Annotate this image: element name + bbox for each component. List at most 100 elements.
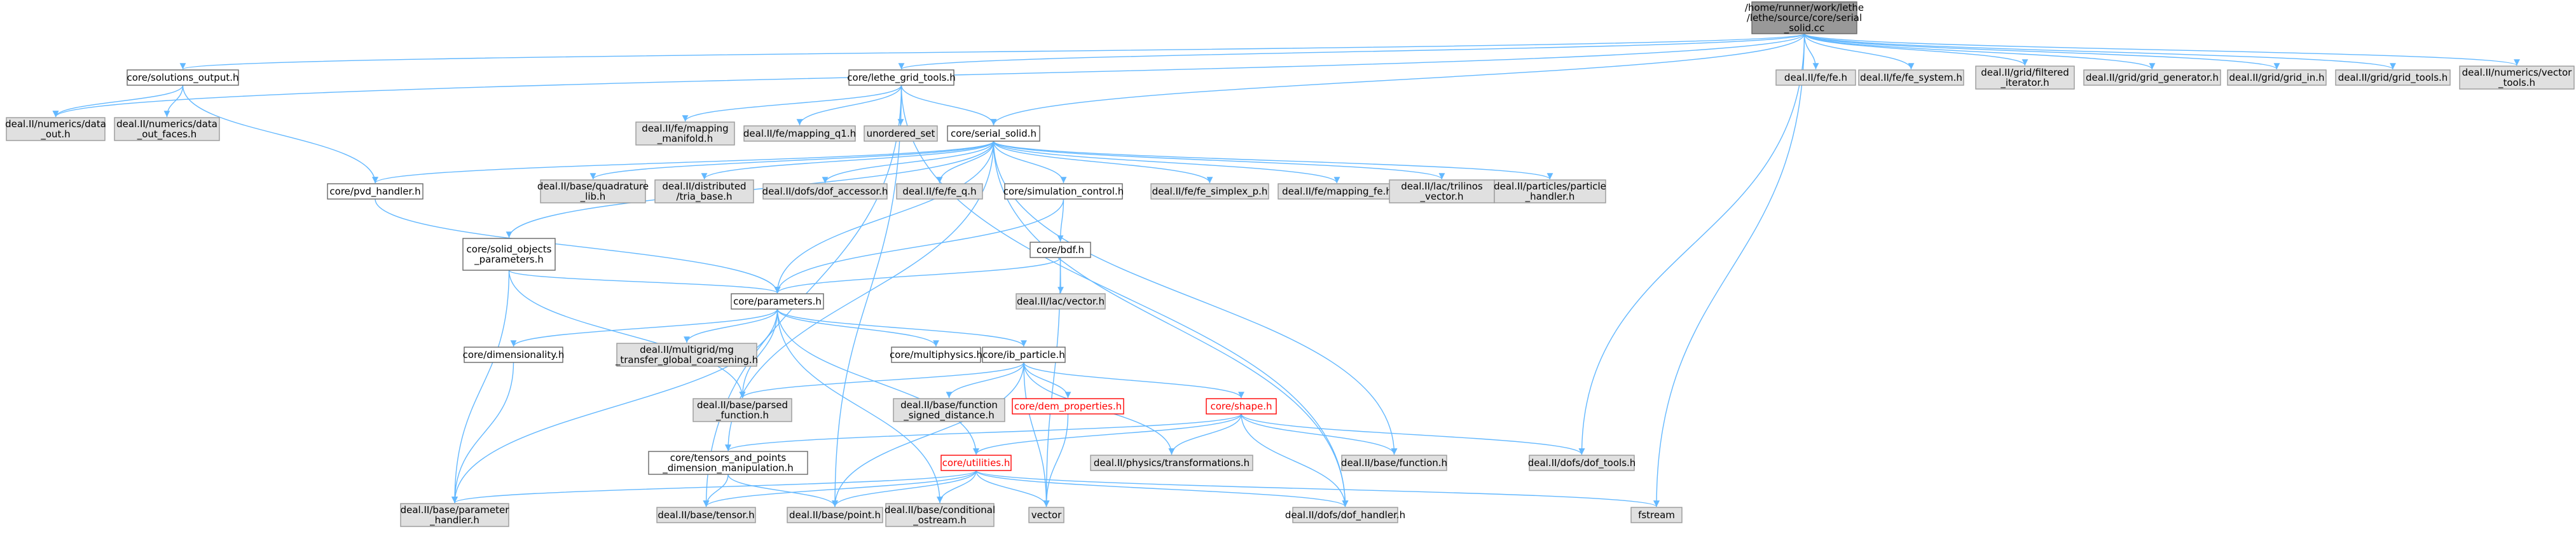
node-tensors-and-points[interactable]: core/tensors_and_points_dimension_manipu… bbox=[648, 451, 808, 475]
node-label: deal.II/grid/grid_generator.h bbox=[2086, 72, 2219, 84]
edge-root-to-grid_tools bbox=[1803, 33, 2396, 70]
node-lethe-grid-tools[interactable]: core/lethe_grid_tools.h bbox=[847, 69, 956, 86]
edge-utilities-to-parameter_handler bbox=[451, 470, 977, 504]
edge-parameters-to-parameter_handler bbox=[451, 308, 778, 504]
node-fe-simplex-p[interactable]: deal.II/fe/fe_simplex_p.h bbox=[1150, 183, 1269, 200]
node-label: deal.II/particles/particle_handler.h bbox=[1494, 181, 1606, 203]
node-label: deal.II/numerics/vector_tools.h bbox=[2462, 67, 2572, 89]
node-parameter-handler[interactable]: deal.II/base/parameter_handler.h bbox=[400, 503, 510, 527]
node-parameters[interactable]: core/parameters.h bbox=[731, 293, 824, 310]
edge-root-to-grid_generator bbox=[1803, 33, 2156, 70]
node-utilities[interactable]: core/utilities.h bbox=[940, 455, 1012, 471]
edge-shape-to-utilities bbox=[973, 413, 1242, 455]
node-tria-base[interactable]: deal.II/distributed/tria_base.h bbox=[654, 179, 754, 203]
node-dof-accessor[interactable]: deal.II/dofs/dof_accessor.h bbox=[762, 183, 888, 200]
edge-root-to-vector_tools bbox=[1803, 33, 2520, 66]
node-dem-properties[interactable]: core/dem_properties.h bbox=[1012, 398, 1124, 415]
node-label: deal.II/lac/trilinos_vector.h bbox=[1401, 181, 1483, 203]
node-pvd-handler[interactable]: core/pvd_handler.h bbox=[327, 183, 424, 200]
edge-solutions_output-to-data_out bbox=[52, 85, 184, 118]
node-mapping-manifold[interactable]: deal.II/fe/mapping_manifold.h bbox=[635, 121, 735, 146]
edge-root-to-lethe_grid_tools bbox=[899, 33, 1805, 70]
node-lac-vector[interactable]: deal.II/lac/vector.h bbox=[1016, 293, 1106, 310]
node-point[interactable]: deal.II/base/point.h bbox=[787, 507, 883, 523]
edge-parameters-to-parsed_function bbox=[739, 308, 778, 399]
node-function-signed-distance[interactable]: deal.II/base/function_signed_distance.h bbox=[893, 398, 1005, 422]
node-label: core/tensors_and_points_dimension_manipu… bbox=[662, 452, 794, 474]
node-fe-q[interactable]: deal.II/fe/fe_q.h bbox=[896, 183, 983, 200]
node-bdf[interactable]: core/bdf.h bbox=[1030, 242, 1091, 258]
node-solid-objects-parameters[interactable]: core/solid_objects_parameters.h bbox=[462, 238, 556, 271]
node-data-out[interactable]: deal.II/numerics/data_out.h bbox=[5, 117, 106, 141]
node-multiphysics[interactable]: core/multiphysics.h bbox=[890, 347, 982, 363]
node-fstream[interactable]: fstream bbox=[1630, 507, 1683, 523]
edge-lethe_grid_tools-to-dof_handler bbox=[900, 85, 1349, 507]
edge-root-to-solutions_output bbox=[180, 33, 1805, 70]
node-dimensionality[interactable]: core/dimensionality.h bbox=[463, 347, 565, 363]
edge-solutions_output-to-pvd_handler bbox=[182, 85, 378, 184]
node-grid-generator[interactable]: deal.II/grid/grid_generator.h bbox=[2083, 69, 2221, 86]
node-trilinos-vector[interactable]: deal.II/lac/trilinos_vector.h bbox=[1389, 179, 1495, 203]
node-vector-tools[interactable]: deal.II/numerics/vector_tools.h bbox=[2459, 65, 2575, 90]
node-dof-tools[interactable]: deal.II/dofs/dof_tools.h bbox=[1528, 455, 1636, 471]
node-label: deal.II/base/conditional_ostream.h bbox=[885, 504, 995, 526]
node-label: deal.II/base/point.h bbox=[789, 509, 881, 521]
node-particle-handler[interactable]: deal.II/particles/particle_handler.h bbox=[1494, 179, 1606, 203]
edge-serial_solid-to-trilinos_vector bbox=[993, 141, 1445, 180]
node-fe[interactable]: deal.II/fe/fe.h bbox=[1775, 69, 1856, 86]
node-unordered-set[interactable]: unordered_set bbox=[864, 125, 938, 142]
node-dof-handler[interactable]: deal.II/dofs/dof_handler.h bbox=[1285, 507, 1405, 523]
node-mapping-q1[interactable]: deal.II/fe/mapping_q1.h bbox=[743, 125, 856, 142]
node-serial-solid[interactable]: core/serial_solid.h bbox=[947, 125, 1040, 142]
node-conditional-ostream[interactable]: deal.II/base/conditional_ostream.h bbox=[885, 503, 995, 527]
node-quadrature-lib[interactable]: deal.II/base/quadrature_lib.h bbox=[537, 179, 649, 203]
node-label: core/solutions_output.h bbox=[127, 72, 238, 84]
node-transformations[interactable]: deal.II/physics/transformations.h bbox=[1090, 455, 1253, 471]
edge-serial_solid-to-particle_handler bbox=[993, 141, 1553, 180]
node-label: unordered_set bbox=[867, 128, 935, 140]
node-label: deal.II/base/quadrature_lib.h bbox=[537, 181, 649, 203]
edge-bdf-to-parameters bbox=[774, 257, 1061, 294]
edge-solid_objects_parameters-to-parsed_function bbox=[508, 270, 746, 399]
node-parsed-function[interactable]: deal.II/base/parsed_function.h bbox=[692, 398, 792, 422]
edge-root-to-fstream bbox=[1653, 33, 1805, 507]
node-label: deal.II/base/function.h bbox=[1341, 457, 1447, 469]
edge-serial_solid-to-pvd_handler bbox=[372, 141, 995, 184]
node-solutions-output[interactable]: core/solutions_output.h bbox=[127, 69, 239, 86]
edge-solutions_output-to-data_out_faces bbox=[163, 85, 184, 118]
edge-shape-to-tensors_and_points bbox=[725, 413, 1242, 451]
node-grid-tools[interactable]: deal.II/grid/grid_tools.h bbox=[2335, 69, 2451, 86]
edge-simulation_control-to-bdf bbox=[1057, 198, 1064, 242]
node-fe-system[interactable]: deal.II/fe/fe_system.h bbox=[1858, 69, 1964, 86]
node-label: core/bdf.h bbox=[1037, 244, 1084, 256]
node-label: core/pvd_handler.h bbox=[329, 186, 420, 198]
node-label: deal.II/lac/vector.h bbox=[1017, 296, 1105, 307]
edge-dem_properties-to-vector bbox=[1043, 413, 1069, 507]
edge-serial_solid-to-mapping_fe bbox=[993, 141, 1340, 184]
edge-serial_solid-to-dof_accessor bbox=[822, 141, 995, 184]
edge-solid_objects_parameters-to-parameter_handler bbox=[451, 270, 510, 504]
node-tensor[interactable]: deal.II/base/tensor.h bbox=[656, 507, 756, 523]
node-grid-filtered-iterator[interactable]: deal.II/grid/filtered_iterator.h bbox=[1975, 65, 2075, 90]
edge-root-to-fe_system bbox=[1803, 33, 1915, 70]
node-data-out-faces[interactable]: deal.II/numerics/data_out_faces.h bbox=[114, 117, 220, 141]
edge-root-to-serial_solid bbox=[990, 33, 1805, 126]
node-simulation-control[interactable]: core/simulation_control.h bbox=[1003, 183, 1124, 200]
node-label: deal.II/fe/mapping_q1.h bbox=[743, 128, 856, 140]
node-label: vector bbox=[1031, 509, 1062, 521]
node-base-function[interactable]: deal.II/base/function.h bbox=[1341, 455, 1447, 471]
node-label: deal.II/dofs/dof_accessor.h bbox=[762, 186, 888, 198]
node-mapping-fe[interactable]: deal.II/fe/mapping_fe.h bbox=[1278, 183, 1396, 200]
node-label: deal.II/grid/filtered_iterator.h bbox=[1981, 67, 2069, 89]
node-mg-transfer[interactable]: deal.II/multigrid/mg_transfer_global_coa… bbox=[615, 343, 758, 367]
node-grid-in[interactable]: deal.II/grid/grid_in.h bbox=[2227, 69, 2327, 86]
node-ib-particle[interactable]: core/ib_particle.h bbox=[982, 347, 1066, 363]
node-root[interactable]: /home/runner/work/lethe/lethe/source/cor… bbox=[1745, 1, 1864, 34]
edge-shape-to-dof_handler bbox=[1241, 413, 1349, 507]
edge-shape-to-transformations bbox=[1168, 413, 1242, 455]
node-shape[interactable]: core/shape.h bbox=[1206, 398, 1277, 415]
edge-serial_solid-to-simulation_control bbox=[993, 141, 1067, 184]
edge-lethe_grid_tools-to-point bbox=[832, 85, 902, 507]
node-vector[interactable]: vector bbox=[1028, 507, 1064, 523]
